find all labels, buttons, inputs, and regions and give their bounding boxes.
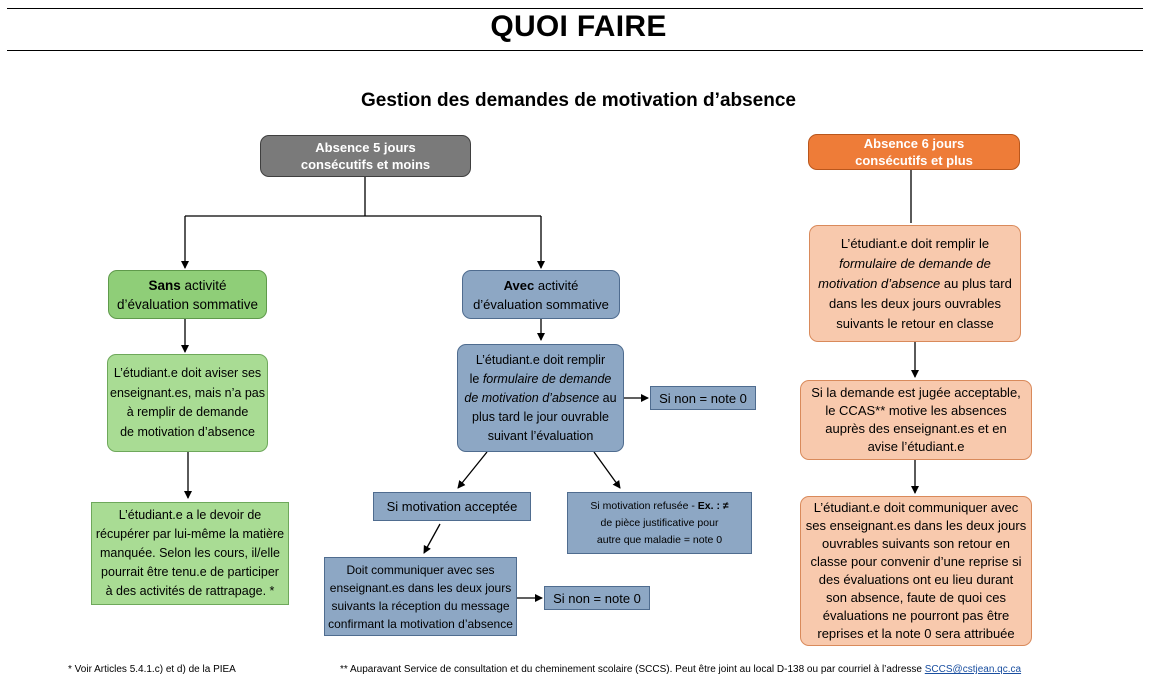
- right-step1-italic: formulaire de demande de: [839, 255, 991, 271]
- right-step3-line: classe pour convenir d’une reprise si: [810, 554, 1022, 569]
- avec-step1-text: au: [599, 390, 617, 405]
- right-step2-box: Si la demande est jugée acceptable, le C…: [800, 380, 1032, 460]
- right-step3-line: ouvrables suivants son retour en: [822, 536, 1010, 551]
- right-step2-line: Si la demande est jugée acceptable,: [811, 385, 1021, 400]
- sans-step2-line: à des activités de rattrapage. *: [105, 584, 275, 598]
- si-refusee-box: Si motivation refusée - Ex. : ≠ de pièce…: [567, 492, 752, 554]
- sans-step1-line: L’étudiant.e doit aviser ses: [113, 366, 262, 380]
- right-step2-line: avise l’étudiant.e: [867, 439, 965, 454]
- right-step1-text: au plus tard: [940, 275, 1012, 291]
- diagram-subtitle: Gestion des demandes de motivation d’abs…: [360, 90, 796, 111]
- avec-step1-text: le: [469, 371, 483, 386]
- head-5-jours-line1: Absence 5 jours: [315, 140, 416, 155]
- sans-step1-line: de motivation d’absence: [120, 424, 255, 439]
- sans-rest: activité: [180, 277, 227, 293]
- head-5-jours: Absence 5 jours consécutifs et moins: [260, 135, 471, 177]
- avec-step1-line: suivant l’évaluation: [487, 428, 594, 443]
- avec-step1-box: L’étudiant.e doit remplir le formulaire …: [457, 344, 624, 452]
- page-title: QUOI FAIRE: [490, 10, 667, 43]
- avec-step1-italic: formulaire de demande: [482, 371, 612, 386]
- si-non-box-1: Si non = note 0: [650, 386, 756, 410]
- si-refusee-line: autre que maladie = note 0: [596, 533, 723, 546]
- avec-step1-line: L’étudiant.e doit remplir: [475, 352, 606, 367]
- sans-line2: d’évaluation sommative: [116, 296, 259, 312]
- doit-communiquer-line: confirmant la motivation d’absence: [328, 616, 513, 631]
- right-step3-line: reprises et la note 0 sera attribuée: [817, 626, 1015, 641]
- avec-step1-italic: de motivation d’absence: [464, 390, 600, 405]
- right-step1-line: L’étudiant.e doit remplir le: [840, 235, 990, 251]
- si-acceptee-text: Si motivation acceptée: [386, 499, 518, 514]
- footnote-sccs-text: ** Auparavant Service de consultation et…: [340, 664, 925, 675]
- email-link[interactable]: SCCS@cstjean.qc.ca: [924, 664, 1022, 675]
- doit-communiquer-box: Doit communiquer avec ses enseignant.es …: [324, 557, 517, 636]
- head-6-jours-line1: Absence 6 jours: [863, 136, 965, 151]
- title-bottom-rule: [7, 50, 1143, 51]
- right-step3-line: des évaluations ont eu lieu durant: [818, 572, 1014, 587]
- sans-step1-line: à remplir de demande: [126, 405, 249, 419]
- si-non-box-2: Si non = note 0: [544, 586, 650, 610]
- si-acceptee-box: Si motivation acceptée: [373, 492, 531, 521]
- sans-step2-line: manquée. Selon les cours, il/elle: [100, 546, 280, 560]
- right-step2-line: le CCAS** motive les absences: [825, 403, 1007, 418]
- si-non-1-text: Si non = note 0: [659, 390, 747, 406]
- si-refusee-line: de pièce justificative pour: [600, 516, 719, 529]
- avec-activite-box: Avec activité d’évaluation sommative: [462, 270, 620, 319]
- sans-step1-box: L’étudiant.e doit aviser ses enseignant.…: [107, 354, 268, 452]
- avec-rest: activité: [534, 277, 579, 293]
- sans-activite-box: Sans activité d’évaluation sommative: [108, 270, 267, 319]
- right-step3-line: ses enseignant.es dans les deux jours: [805, 518, 1027, 533]
- sans-step2-line: pourrait être tenu.e de participer: [101, 565, 279, 579]
- head-6-jours-line2: consécutifs et plus: [855, 153, 973, 168]
- arrow-refusee: [593, 451, 621, 489]
- right-step1-line: suivants le retour en classe: [836, 315, 994, 331]
- sans-bold: Sans: [148, 277, 181, 293]
- avec-step1-line: plus tard le jour ouvrable: [472, 409, 609, 424]
- head-5-jours-line2: consécutifs et moins: [300, 157, 431, 172]
- si-refusee-bold: Ex. : ≠: [697, 499, 729, 512]
- right-step3-line: son absence, faute de quoi ces: [826, 590, 1006, 605]
- head-6-jours: Absence 6 jours consécutifs et plus: [808, 134, 1020, 170]
- right-step2-line: auprès des enseignant.es et en: [825, 421, 1007, 436]
- footnote-sccs: ** Auparavant Service de consultation et…: [340, 664, 1021, 675]
- si-refusee-text: Si motivation refusée -: [590, 499, 698, 512]
- right-step3-line: L’étudiant.e doit communiquer avec: [813, 500, 1019, 515]
- doit-communiquer-line: suivants la réception du message: [331, 598, 510, 613]
- avec-bold: Avec: [503, 277, 535, 293]
- arrow-acceptee: [457, 451, 488, 489]
- sans-step1-line: enseignant.es, mais n’a pas: [110, 385, 265, 400]
- sans-step2-box: L’étudiant.e a le devoir de récupérer pa…: [91, 502, 289, 605]
- sans-step2-line: récupérer par lui-même la matière: [95, 527, 285, 541]
- avec-line2: d’évaluation sommative: [473, 296, 609, 312]
- right-step3-line: évaluations ne pourront pas être: [822, 608, 1010, 623]
- arrow-communiquer: [423, 523, 441, 554]
- footnote-piea: * Voir Articles 5.4.1.c) et d) de la PIE…: [68, 664, 236, 675]
- si-non-2-text: Si non = note 0: [553, 590, 641, 606]
- doit-communiquer-line: Doit communiquer avec ses: [346, 562, 495, 577]
- right-step1-italic: motivation d’absence: [818, 275, 941, 291]
- title-top-rule: [7, 8, 1143, 9]
- right-step1-box: L’étudiant.e doit remplir le formulaire …: [809, 225, 1021, 342]
- doit-communiquer-line: enseignant.es dans les deux jours: [329, 580, 512, 595]
- right-step1-line: dans les deux jours ouvrables: [829, 295, 1001, 311]
- sans-step2-line: L’étudiant.e a le devoir de: [118, 508, 262, 522]
- right-step3-box: L’étudiant.e doit communiquer avec ses e…: [800, 496, 1032, 646]
